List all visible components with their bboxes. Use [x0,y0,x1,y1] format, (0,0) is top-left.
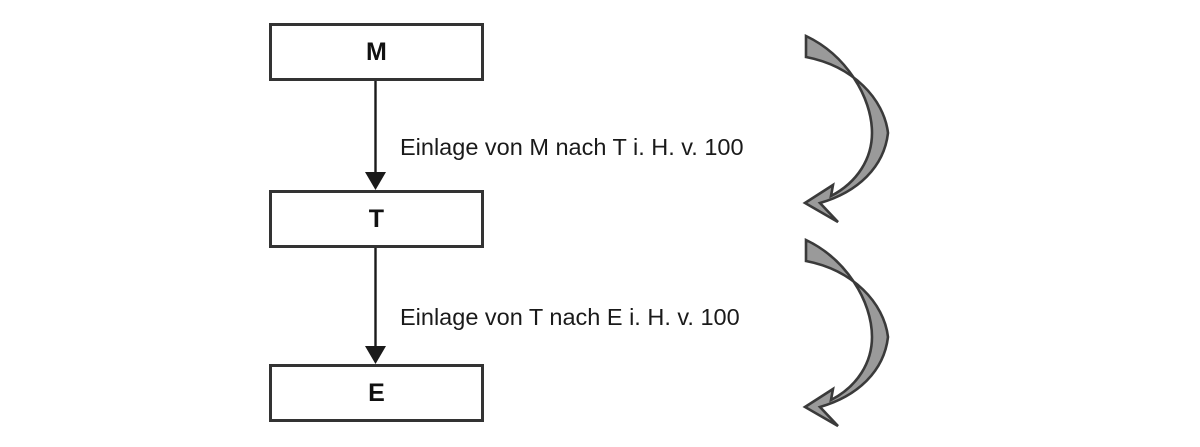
node-box-t: T [269,190,484,248]
node-box-e: E [269,364,484,422]
node-label-e: E [368,378,385,407]
node-label-t: T [368,204,385,233]
curved-arrow-lower-shape [802,237,890,428]
arrowhead-t-to-e [365,346,386,364]
node-label-m: M [365,37,388,66]
edge-caption-t-to-e: Einlage von T nach E i. H. v. 100 [400,304,740,330]
curved-arrow-upper [802,33,890,224]
connector-m-to-t [365,81,386,190]
curved-arrow-lower [802,237,890,428]
curved-arrow-upper-shape [802,33,890,224]
node-box-m: M [269,23,484,81]
arrowhead-m-to-t [365,172,386,190]
connector-t-to-e [365,248,386,364]
edge-caption-m-to-t: Einlage von M nach T i. H. v. 100 [400,134,744,160]
